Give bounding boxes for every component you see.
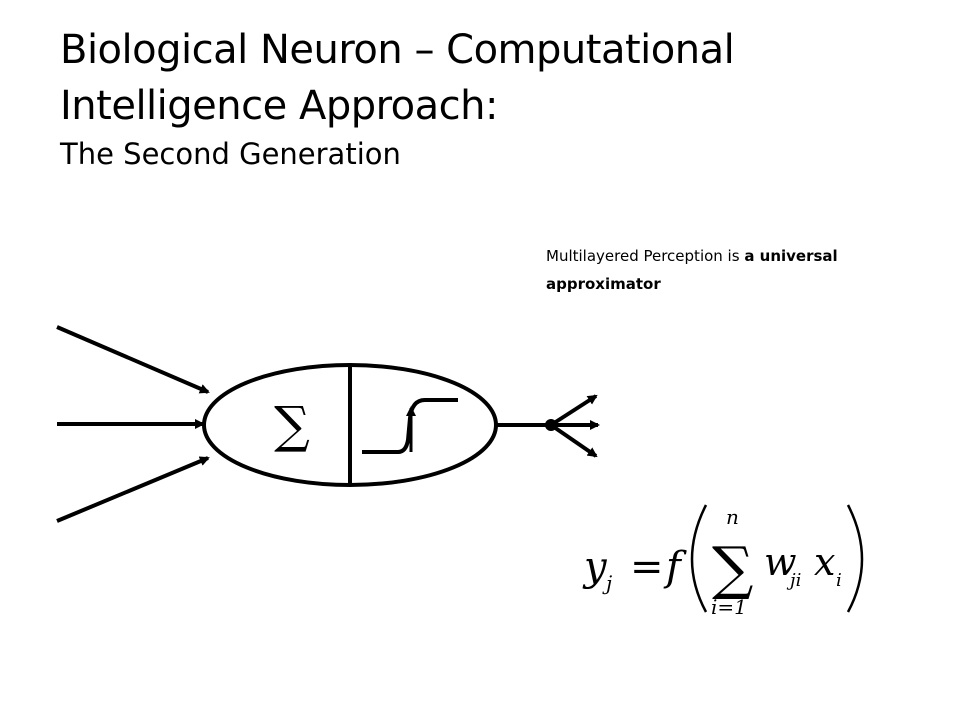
activation-function-icon bbox=[362, 398, 458, 454]
universal-approximator-note: Multilayered Perception is a universal a… bbox=[546, 242, 846, 298]
formula-weight-sub: ji bbox=[786, 570, 801, 591]
summation-symbol: ∑ bbox=[274, 396, 310, 454]
formula-right-paren bbox=[846, 504, 864, 613]
formula-weight: w bbox=[764, 540, 797, 584]
title-line-2: Intelligence Approach: bbox=[60, 83, 498, 129]
note-text: Multilayered Perception is bbox=[546, 247, 745, 265]
input-arrow-3 bbox=[56, 456, 210, 523]
formula-lower-limit: i=1 bbox=[711, 595, 747, 619]
formula-upper-limit: n bbox=[726, 505, 739, 529]
formula-input: x bbox=[814, 540, 835, 584]
output-formula: y j = f n ∑ i=1 w ji x i bbox=[582, 504, 864, 619]
input-arrow-1 bbox=[56, 325, 210, 394]
formula-sum-symbol: ∑ bbox=[712, 534, 753, 602]
formula-lhs-sub: j bbox=[602, 571, 612, 595]
slide-subtitle: The Second Generation bbox=[60, 137, 401, 171]
slide-title: Biological Neuron – Computational Intell… bbox=[60, 22, 920, 174]
formula-equals: = bbox=[630, 544, 664, 590]
output-arrow-1 bbox=[549, 394, 598, 427]
formula-left-paren bbox=[690, 504, 708, 613]
note-text-bold: a universal approximator bbox=[546, 247, 838, 293]
formula-lhs: y bbox=[582, 544, 608, 590]
formula-function: f bbox=[663, 544, 687, 590]
title-line-1: Biological Neuron – Computational bbox=[60, 27, 735, 73]
output-arrow-3 bbox=[549, 423, 598, 458]
formula-input-sub: i bbox=[836, 570, 842, 591]
